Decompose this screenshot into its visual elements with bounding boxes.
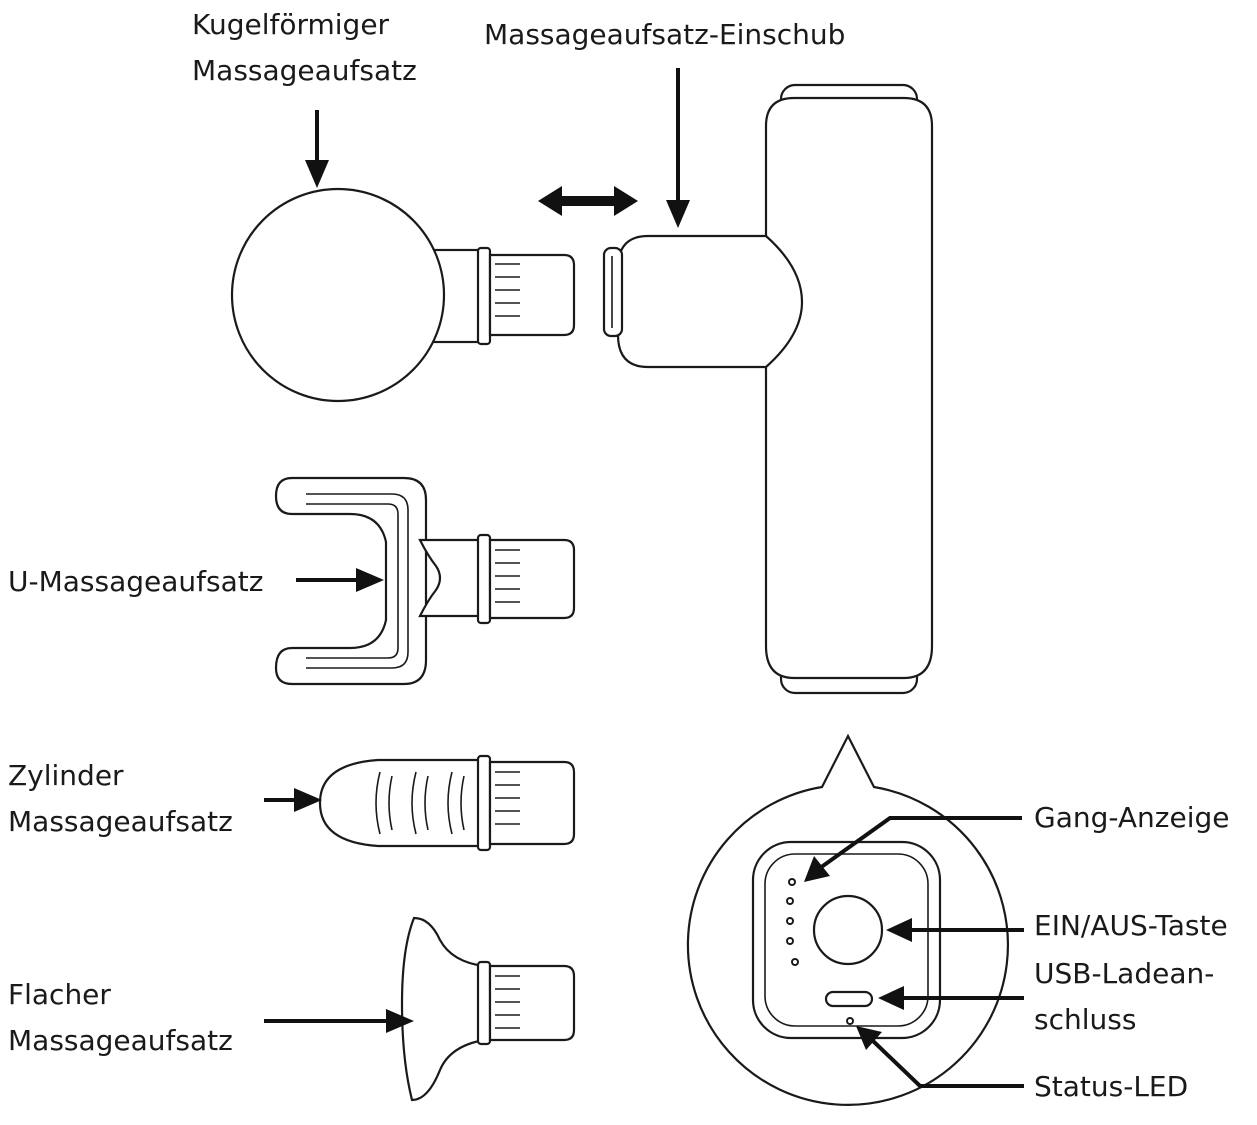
u-head bbox=[274, 476, 428, 686]
usb-c-port bbox=[824, 990, 874, 1008]
ball-shaft bbox=[488, 253, 576, 337]
callout-arrows bbox=[264, 68, 1024, 1088]
label-flat-attachment: Flacher Massageaufsatz bbox=[8, 972, 233, 1064]
label-u-attachment: U-Massageaufsatz bbox=[8, 565, 264, 598]
attachment-slot bbox=[602, 246, 624, 338]
flat-shaft bbox=[488, 964, 576, 1042]
panel-plate-inner bbox=[764, 853, 929, 1027]
arrow-cylinder-head bbox=[294, 788, 322, 812]
cylinder-collar bbox=[476, 754, 492, 852]
label-status-led: Status-LED bbox=[1034, 1070, 1189, 1103]
label-ball-line1: Kugelförmiger bbox=[192, 8, 390, 41]
status-led bbox=[846, 1017, 854, 1025]
handle bbox=[764, 96, 934, 680]
u-collar bbox=[476, 533, 492, 625]
arrow-led-line bbox=[870, 1038, 1024, 1088]
arrow-flat-head bbox=[386, 1009, 414, 1033]
insert-double-arrow bbox=[538, 186, 638, 216]
label-usb-port: USB-Ladean- schluss bbox=[1034, 951, 1214, 1043]
label-cylinder-attachment: Zylinder Massageaufsatz bbox=[8, 753, 233, 845]
arrow-gear-head bbox=[804, 856, 830, 882]
u-shaft bbox=[488, 538, 576, 620]
arrow-ball-head bbox=[305, 160, 329, 188]
arrow-u-head bbox=[356, 568, 384, 592]
flat-collar bbox=[476, 960, 492, 1046]
arrow-slot-head bbox=[666, 200, 690, 228]
u-attachment bbox=[274, 476, 576, 686]
gear-led-1 bbox=[788, 878, 796, 886]
label-attachment-slot: Massageaufsatz-Einschub bbox=[484, 18, 846, 51]
arrow-led-head bbox=[856, 1026, 882, 1050]
label-usb-line2: schluss bbox=[1034, 1003, 1137, 1036]
label-flat-line2: Massageaufsatz bbox=[8, 1024, 233, 1057]
head-arm bbox=[616, 234, 804, 369]
label-ball-line2: Massageaufsatz bbox=[192, 54, 417, 87]
label-cylinder-line1: Zylinder bbox=[8, 759, 124, 792]
gear-led-2 bbox=[786, 897, 794, 905]
label-ball-attachment: Kugelförmiger Massageaufsatz bbox=[192, 2, 417, 94]
label-gear-indicator: Gang-Anzeige bbox=[1034, 801, 1230, 834]
cylinder-rib-2 bbox=[411, 771, 429, 835]
ball-collar bbox=[476, 246, 492, 346]
flat-attachment bbox=[400, 916, 576, 1102]
arrow-usb-head bbox=[878, 986, 904, 1010]
arrow-gear-line bbox=[818, 816, 1022, 870]
u-neck bbox=[418, 538, 484, 618]
ball-shaft-grooves bbox=[495, 263, 520, 317]
label-cylinder-line2: Massageaufsatz bbox=[8, 805, 233, 838]
label-flat-line1: Flacher bbox=[8, 978, 111, 1011]
ball-attachment bbox=[230, 187, 576, 403]
power-button bbox=[812, 894, 884, 966]
label-usb-line1: USB-Ladean- bbox=[1034, 957, 1215, 990]
flat-head bbox=[400, 916, 486, 1102]
control-panel bbox=[686, 733, 1009, 1106]
cylinder-head bbox=[318, 758, 486, 848]
gear-led-5 bbox=[791, 958, 799, 966]
label-power-button: EIN/AUS-Taste bbox=[1034, 909, 1228, 942]
u-shaft-grooves bbox=[495, 549, 520, 603]
cylinder-shaft-grooves bbox=[495, 771, 520, 825]
arrow-power-head bbox=[886, 918, 912, 942]
u-inner-line bbox=[306, 493, 409, 669]
massage-gun-body bbox=[602, 83, 934, 695]
cylinder-rib-1 bbox=[375, 771, 393, 835]
flat-shaft-grooves bbox=[495, 975, 520, 1029]
cylinder-rib-3 bbox=[447, 771, 465, 835]
gear-led-4 bbox=[786, 937, 794, 945]
cylinder-attachment bbox=[318, 754, 576, 852]
u-inner-line-2 bbox=[306, 503, 399, 659]
cylinder-shaft bbox=[488, 760, 576, 846]
ball-head bbox=[230, 187, 446, 403]
gear-led-3 bbox=[786, 917, 794, 925]
